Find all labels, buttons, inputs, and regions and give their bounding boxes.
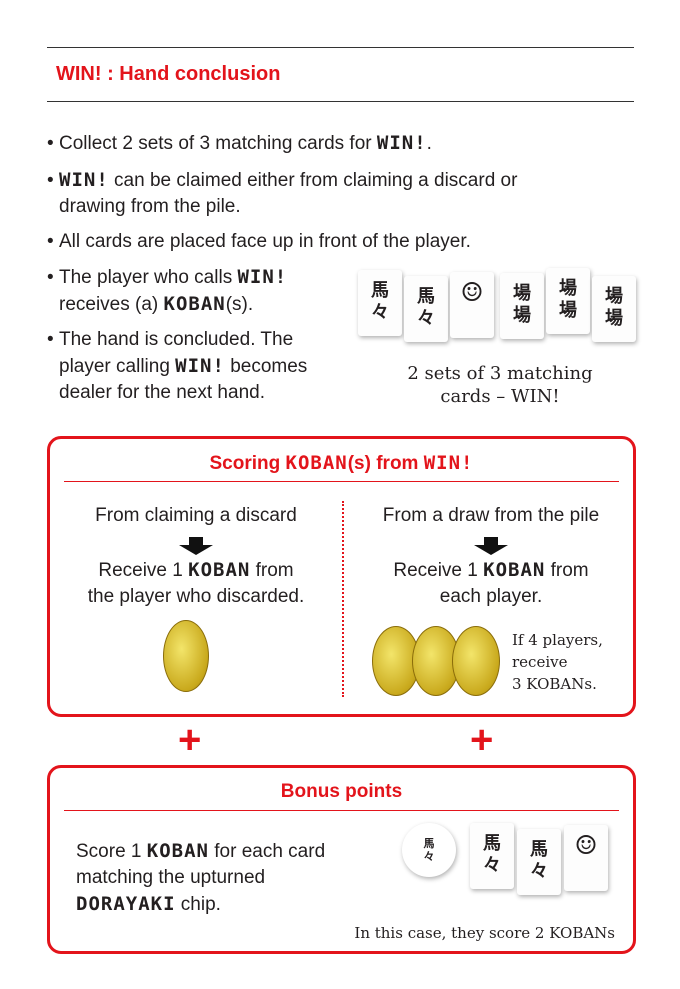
card-character: ☺ [564, 825, 608, 891]
card-ba: 場場 [592, 276, 636, 342]
bullet-1: •Collect 2 sets of 3 matching cards for … [47, 132, 432, 154]
card-ba: 場場 [500, 273, 544, 339]
koban-coin-icon [452, 626, 500, 696]
scoring-title: Scoring KOBAN(s) from WIN! [209, 452, 474, 474]
bullet-4: •The player who calls WIN!receives (a) K… [47, 266, 288, 315]
arrow-down-icon [474, 537, 508, 555]
divider [64, 481, 619, 482]
card-character: ☺ [450, 272, 494, 338]
discard-heading: From claiming a discard [95, 505, 297, 526]
section-title: WIN! : Hand conclusion [56, 63, 281, 85]
divider [64, 810, 619, 811]
bonus-box: Bonus points Score 1 KOBAN for each card… [47, 765, 636, 954]
bullet-3: •All cards are placed face up in front o… [47, 231, 471, 252]
card-uma: 馬々 [470, 823, 514, 889]
dorayaki-chip: 馬々 [402, 823, 456, 877]
card-uma: 馬々 [404, 276, 448, 342]
arrow-down-icon [179, 537, 213, 555]
discard-column: From claiming a discard Receive 1 KOBAN … [50, 503, 342, 610]
bonus-title: Bonus points [280, 781, 403, 802]
card-uma: 馬々 [517, 829, 561, 895]
card-uma: 馬々 [358, 270, 402, 336]
plus-icon: + [470, 718, 494, 762]
bullet-2: •WIN! can be claimed either from claimin… [47, 169, 518, 217]
plus-icon: + [178, 718, 202, 762]
draw-column: From a draw from the pile Receive 1 KOBA… [346, 503, 636, 610]
divider [47, 101, 634, 102]
bonus-caption: In this case, they score 2 KOBANs [354, 924, 615, 942]
scoring-box: Scoring KOBAN(s) from WIN! From claiming… [47, 436, 636, 717]
koban-coin-icon [163, 620, 209, 692]
draw-heading: From a draw from the pile [382, 505, 600, 526]
card-ba: 場場 [546, 268, 590, 334]
divider [47, 47, 634, 48]
column-divider [342, 501, 344, 697]
